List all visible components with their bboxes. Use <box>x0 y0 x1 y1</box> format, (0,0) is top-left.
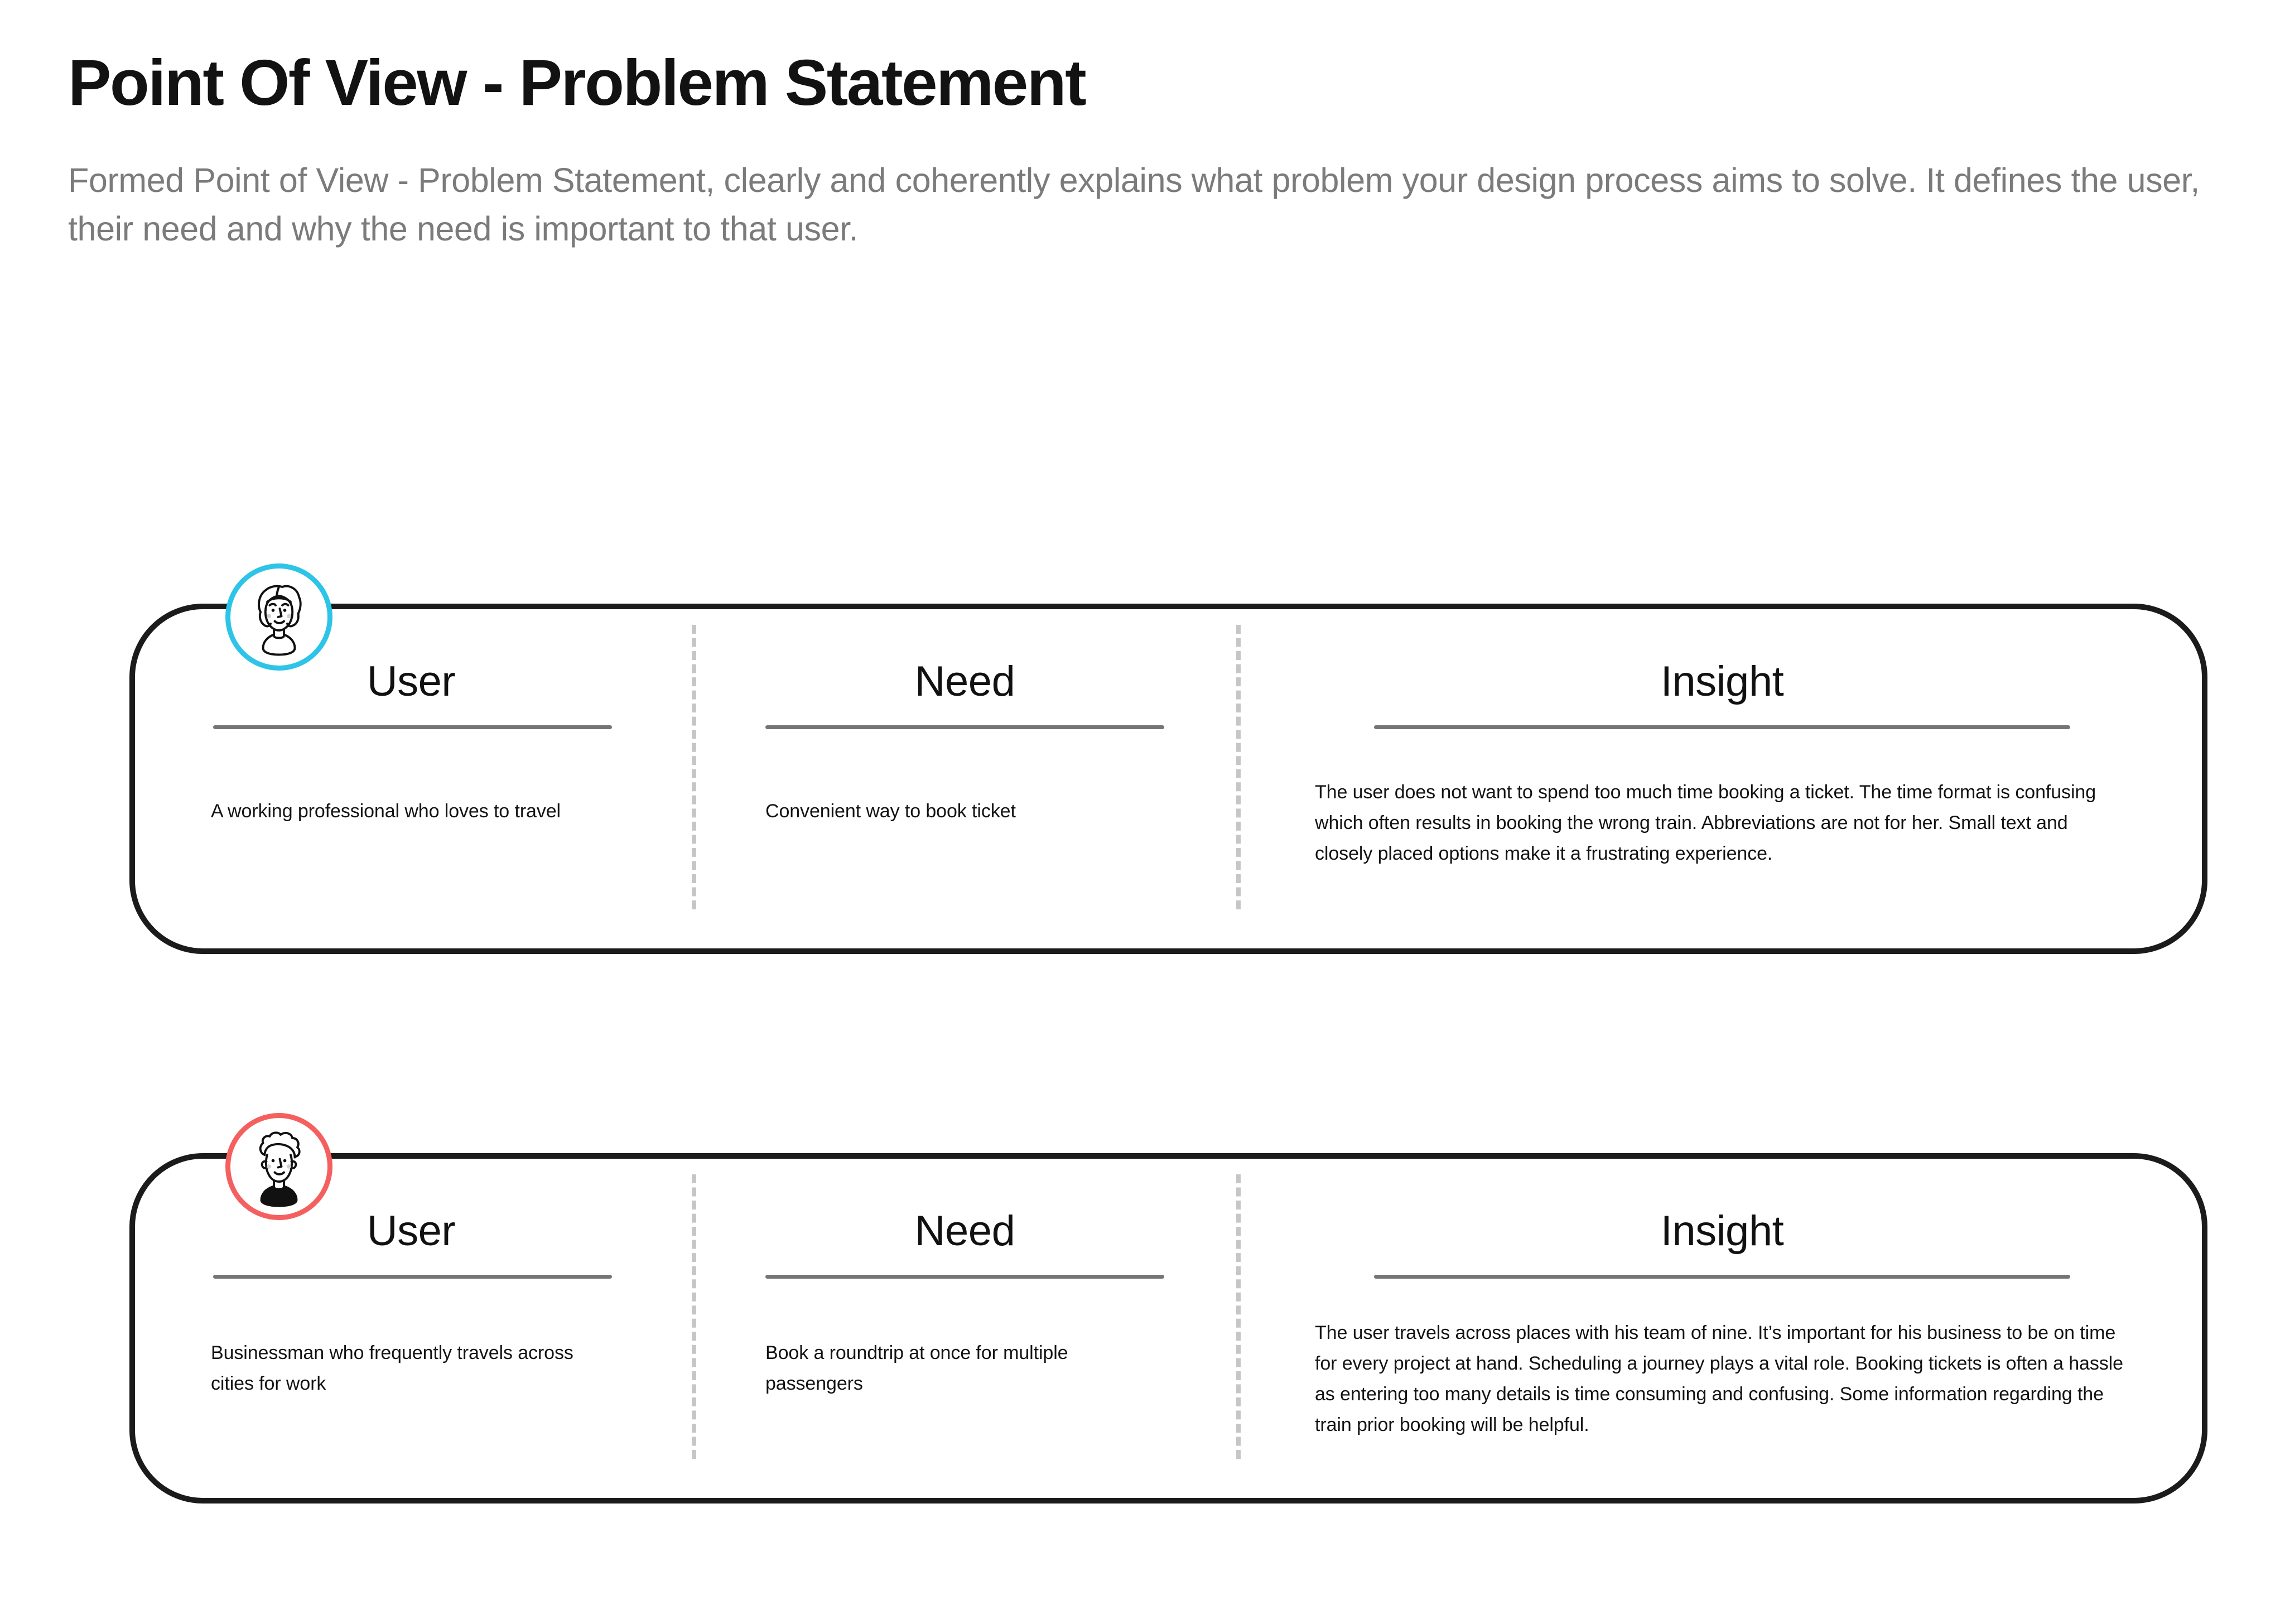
column-body-insight: The user does not want to spend too much… <box>1315 782 2096 865</box>
card-columns-2: User Businessman who frequently travels … <box>129 1153 2207 1503</box>
avatar-2 <box>225 1113 332 1220</box>
column-body-user: Businessman who frequently travels acros… <box>211 1342 573 1395</box>
column-header-user: User <box>367 658 456 705</box>
column-body-user: A working professional who loves to trav… <box>211 801 561 822</box>
column-divider-3 <box>692 1174 696 1459</box>
column-user-2: User Businessman who frequently travels … <box>129 1153 693 1503</box>
column-header-need: Need <box>914 658 1015 705</box>
card-outline-1 <box>129 604 2207 954</box>
card-outline-2 <box>129 1153 2207 1503</box>
column-rule-user <box>213 725 612 729</box>
column-user-1: User A working professional who loves to… <box>129 604 693 954</box>
avatar-1 <box>225 563 332 671</box>
column-insight-1: Insight The user does not want to spend … <box>1237 604 2207 954</box>
column-header-user: User <box>367 1207 456 1255</box>
man-avatar-icon <box>237 1125 321 1208</box>
column-body-insight: The user travels across places with his … <box>1315 1322 2123 1436</box>
column-body-need: Book a roundtrip at once for multiple pa… <box>765 1342 1068 1395</box>
column-need-1: Need Convenient way to book ticket <box>693 604 1237 954</box>
column-rule-need <box>765 1275 1164 1279</box>
column-header-insight: Insight <box>1660 658 1784 705</box>
column-header-insight: Insight <box>1660 1207 1784 1255</box>
column-rule-user <box>213 1275 612 1279</box>
page-title: Point Of View - Problem Statement <box>68 46 1087 119</box>
column-rule-insight <box>1374 725 2070 729</box>
column-rule-need <box>765 725 1164 729</box>
column-insight-2: Insight The user travels across places w… <box>1237 1153 2207 1503</box>
woman-avatar-icon <box>237 575 321 659</box>
column-divider-1 <box>692 625 696 909</box>
column-divider-4 <box>1236 1174 1241 1459</box>
column-rule-insight <box>1374 1275 2070 1279</box>
card-columns-1: User A working professional who loves to… <box>129 604 2207 954</box>
column-divider-2 <box>1236 625 1241 909</box>
column-body-need: Convenient way to book ticket <box>765 801 1016 822</box>
page-description: Formed Point of View - Problem Statement… <box>68 161 2200 248</box>
column-need-2: Need Book a roundtrip at once for multip… <box>693 1153 1237 1503</box>
page-header: Point Of View - Problem Statement Formed… <box>68 46 2244 253</box>
column-header-need: Need <box>914 1207 1015 1255</box>
